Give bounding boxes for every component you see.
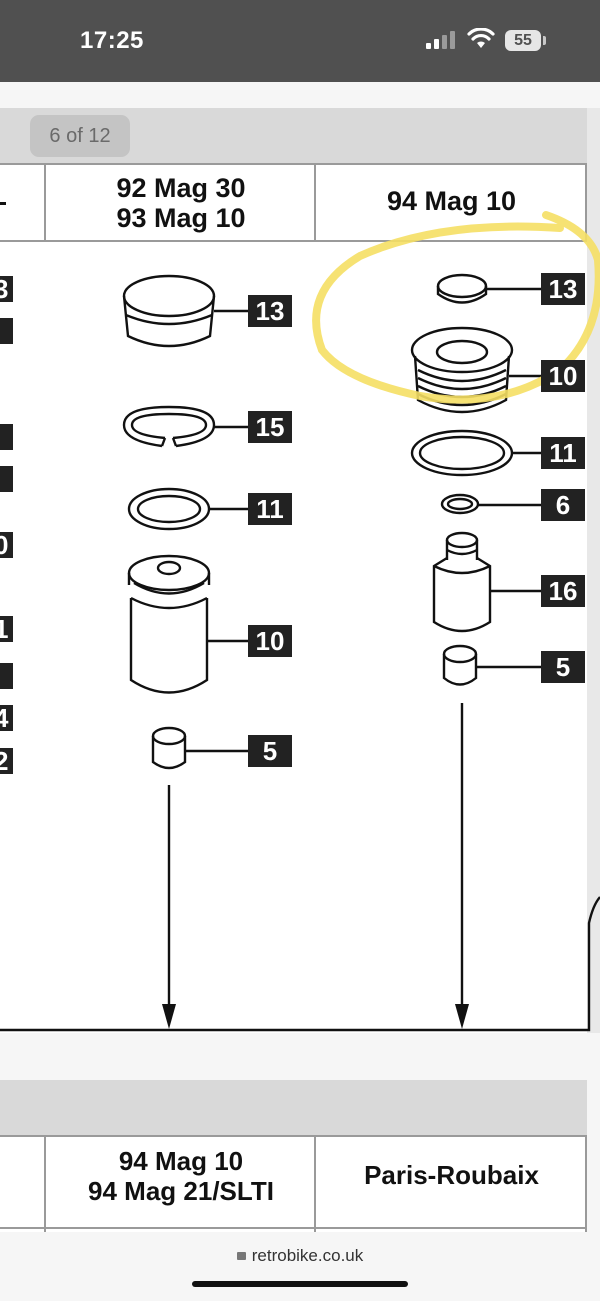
part-label-cutoff: 2 [0,748,13,774]
arrow-head-right [455,1004,469,1029]
arrow-head-left [162,1004,176,1029]
table-rule [44,163,46,242]
part-label-11: 11 [541,437,585,469]
label-text: 4 [0,705,9,731]
table-rule [585,163,587,242]
column-header-line2: 93 Mag 10 [116,203,246,233]
page-edge [587,108,600,1033]
label-text: 3 [0,276,9,302]
column-header-line2: 94 Mag 21/SLTI [88,1176,274,1206]
label-text: 0 [0,532,9,558]
status-time: 17:25 [80,27,144,54]
table-rule [0,163,587,165]
page-counter[interactable]: 6 of 12 [30,115,130,157]
part-o-ring-11-right [410,429,514,477]
column-header-line1: 94 Mag 10 [386,186,517,216]
cellular-signal-icon [426,31,455,49]
column-header-paris-roubaix: Paris-Roubaix [318,1160,585,1190]
table-rule [314,163,316,242]
battery-icon: 55 [505,30,541,51]
part-label-cutoff [0,466,13,492]
url-domain: retrobike.co.uk [251,1246,364,1265]
part-label-cutoff [0,318,13,344]
table-rule [585,1135,587,1232]
part-spacer-5-right [442,644,478,686]
label-text: 2 [0,748,9,774]
part-small-cap-13 [436,273,488,304]
column-header-94-mag: 94 Mag 10 94 Mag 21/SLTI [48,1146,314,1206]
lock-icon [236,1252,246,1260]
column-header-line1: 94 Mag 10 [118,1146,244,1176]
column-header-94: 94 Mag 10 [318,186,585,216]
battery-tip [543,36,546,45]
part-label-cutoff: 4 [0,705,13,731]
part-label-10: 10 [248,625,292,657]
label-text: 1 [0,616,9,642]
part-label-cutoff [0,663,13,689]
part-valve-16 [432,531,492,633]
column-header-line1: 92 Mag 30 [116,173,246,203]
url-display[interactable]: retrobike.co.uk [0,1246,600,1266]
part-label-cutoff: 1 [0,616,13,642]
part-snap-ring-15 [122,405,216,448]
browser-url-bar[interactable]: retrobike.co.uk [0,1232,600,1301]
table-rule [0,1227,587,1229]
part-label-6: 6 [541,489,585,521]
part-piston-10 [127,554,211,694]
part-label-11: 11 [248,493,292,525]
table-rule [0,240,587,242]
wifi-icon [467,28,495,48]
yellow-highlight-scribble [312,211,600,404]
page-counter-text: 6 of 12 [49,125,111,147]
part-small-o-ring-6 [440,493,480,515]
battery-level: 55 [514,32,532,49]
part-label-13: 13 [541,273,585,305]
part-label-16: 16 [541,575,585,607]
table-rule [314,1135,316,1232]
part-spacer-5 [151,726,187,770]
home-indicator[interactable] [192,1281,408,1287]
part-label-cutoff: 0 [0,532,13,558]
part-label-15: 15 [248,411,292,443]
column-header-92-93: 92 Mag 30 93 Mag 10 [48,173,314,233]
column-header-line1: Paris-Roubaix [364,1160,539,1190]
part-label-cutoff: 3 [0,276,13,302]
part-cap-13 [122,274,216,348]
part-label-5: 5 [541,651,585,683]
part-o-ring-11 [127,487,211,531]
part-label-cutoff [0,424,13,450]
part-label-13: 13 [248,295,292,327]
part-label-5: 5 [248,735,292,767]
cut-off-header-mark [0,202,6,205]
table-rule [44,1135,46,1232]
status-bar: 17:25 55 [0,0,600,82]
part-label-10: 10 [541,360,585,392]
table-rule [0,1135,587,1137]
page-header-band [0,1080,587,1135]
